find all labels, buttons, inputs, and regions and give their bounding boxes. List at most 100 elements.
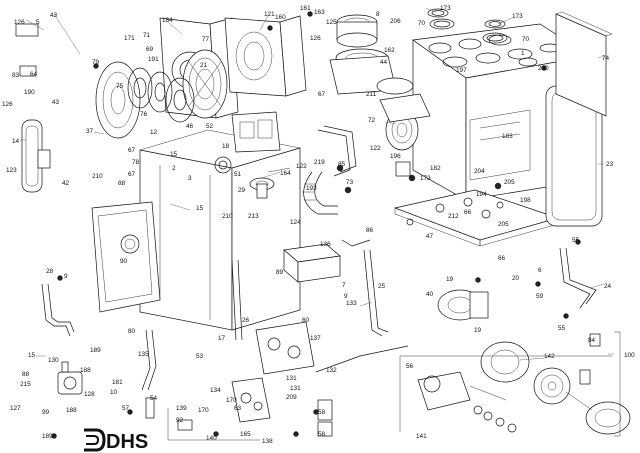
callout-label: 86 [366,227,374,234]
callout-label: 210 [222,213,233,220]
callout-label: 182 [430,165,441,172]
callout-label: 128 [84,391,95,398]
callout-label: 28 [46,268,54,275]
callout-labels: 126 5 43 79 171 71 69 191 184 77 21 121 … [2,5,635,445]
mounting-bracket [555,11,613,117]
callout-label: 46 [186,123,194,130]
heat-exchanger-pump [480,341,631,435]
callout-label: 99 [42,409,50,416]
diverter-valve [417,371,517,433]
callout-label: 126 [14,19,25,26]
callout-label: 219 [314,159,325,166]
callout-label: 52 [206,123,214,130]
callout-label: 132 [326,367,337,374]
callout-label: 73 [346,179,354,186]
logo-text: DHS [106,431,148,453]
callout-label: 60 [302,317,310,324]
callout-label: 53 [196,353,204,360]
callout-label: 90 [120,258,128,265]
callout-label: 18 [222,143,230,150]
callout-label: 15 [196,205,204,212]
combustion-fan [379,93,431,151]
callout-label: 42 [62,180,70,187]
callout-label: 83 [12,72,20,79]
group-brackets [167,331,621,441]
callout-label: 43 [52,99,60,106]
callout-label: 55 [572,237,580,244]
callout-label: 188 [66,407,77,414]
boiler-door [91,201,161,313]
circulation-pump [437,289,489,321]
callout-label: 20 [512,275,520,282]
callout-label: 162 [384,47,395,54]
callout-label: 100 [624,352,635,359]
callout-label: 21 [200,62,208,69]
base-plate [393,189,560,247]
callout-label: 74 [602,55,610,62]
callout-label: 137 [310,335,321,342]
callout-label: 29 [238,187,246,194]
callout-label: 67 [128,147,136,154]
callout-label: 205 [504,179,515,186]
callout-label: 133 [346,300,357,307]
callout-label: 84 [588,337,596,344]
callout-label: 189 [90,347,101,354]
callout-label: 170 [198,407,209,414]
callout-label: 24 [604,283,612,290]
callout-label: 122 [370,145,381,152]
callout-label: 212 [448,213,459,220]
callout-label: 183 [502,133,513,140]
callout-label: 44 [380,59,388,66]
callout-label: 78 [132,159,140,166]
callout-label: 204 [474,168,485,175]
callout-label: 80 [128,328,136,335]
callout-label: 66 [464,209,472,216]
callout-label: 173 [512,13,523,20]
callout-label: 213 [248,213,259,220]
callout-label: 210 [92,173,103,180]
callout-label: 130 [48,357,59,364]
callout-label: 88 [22,371,30,378]
callout-label: 3 [188,175,192,182]
callout-label: 126 [2,101,13,108]
callout-label: 134 [210,387,221,394]
callout-label: 72 [368,117,376,124]
callout-label: 138 [262,438,273,445]
callout-label: 1 [521,50,525,57]
callout-label: 205 [498,221,509,228]
callout-label: 181 [112,379,123,386]
hydraulic-manifold [255,321,315,375]
small-fittings [15,11,601,439]
boiler-casing [139,129,301,331]
callout-label: 12 [150,129,158,136]
callout-label: 43 [50,12,58,19]
callout-label: 64 [30,71,38,78]
callout-label: 79 [92,59,100,66]
callout-label: 89 [276,269,284,276]
callout-label: 54 [150,395,158,402]
callout-label: 125 [326,19,337,26]
callout-label: 124 [290,219,301,226]
callout-label: 206 [390,18,401,25]
callout-label: 15 [28,352,36,359]
callout-label: 70 [418,20,426,27]
corrugated-hose [302,171,338,215]
callout-label: 26 [242,317,250,324]
callout-label: 161 [300,5,311,12]
callout-label: 141 [416,433,427,440]
callout-label: 58 [318,431,326,438]
callout-label: 173 [440,5,451,12]
callout-label: 200 [538,65,549,72]
callout-label: 193 [306,185,317,192]
callout-label: 190 [24,89,35,96]
callout-label: 19 [446,276,454,283]
leader-lines [20,7,614,361]
valve-block [231,377,271,423]
callout-label: 15 [170,151,178,158]
callout-label: 56 [406,363,414,370]
callout-label: 215 [20,381,31,388]
callout-label: 92 [176,417,184,424]
callout-label: 121 [264,11,275,18]
callout-label: 2 [172,165,176,172]
